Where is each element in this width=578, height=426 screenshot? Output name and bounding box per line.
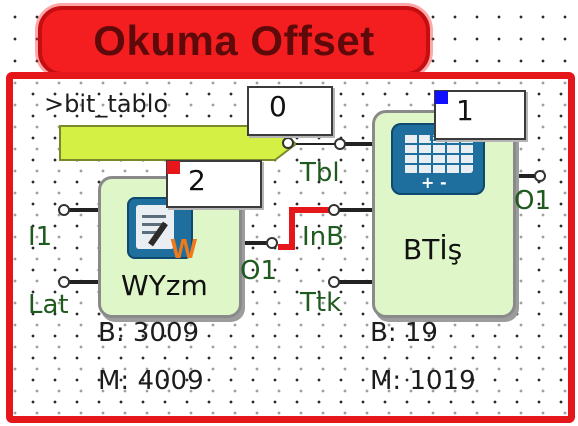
block-wyzm-param-box[interactable]: 2	[166, 160, 262, 208]
bit-table-icon-ops: + -	[421, 173, 447, 192]
variable-value: 0	[269, 90, 287, 123]
pin-inb[interactable]	[328, 204, 340, 216]
block-btis-name: BTİş	[403, 233, 463, 266]
param-marker-red	[167, 161, 180, 174]
group-title[interactable]: Okuma Offset	[38, 6, 430, 76]
pin-label-ttk: Ttk	[300, 288, 342, 318]
group-title-text: Okuma Offset	[93, 17, 375, 64]
pin-o1-left[interactable]	[266, 237, 278, 249]
pin-label-tbl: Tbl	[300, 158, 340, 188]
pin-label-o1-left: O1	[240, 256, 278, 286]
pin-label-inb: InB	[302, 222, 344, 252]
pin-label-o1-right: O1	[514, 186, 552, 216]
variable-output-pin[interactable]	[282, 137, 294, 149]
variable-value-box[interactable]: 0	[247, 86, 333, 136]
write-word-icon-letter: W	[170, 233, 197, 264]
wire-active-link[interactable]	[278, 207, 334, 250]
block-wyzm-param-value: 2	[188, 164, 206, 197]
pin-i1[interactable]	[58, 204, 70, 216]
pin-tbl[interactable]	[334, 138, 346, 150]
pin-o1-right[interactable]	[534, 170, 546, 182]
bit-table-icon-letter: B	[429, 129, 438, 144]
block-btis-param-box[interactable]: 1	[434, 90, 526, 140]
block-btis-address-b: B: 19	[370, 318, 438, 348]
block-wyzm-address-m: M: 4009	[98, 366, 204, 396]
block-wyzm-name: WYzm	[121, 269, 208, 302]
block-btis-address-m: M: 1019	[370, 366, 476, 396]
block-btis-param-value: 1	[456, 94, 474, 127]
block-btis[interactable]: B + - BTİş	[372, 110, 516, 318]
pin-lat[interactable]	[58, 276, 70, 288]
pin-ttk[interactable]	[328, 276, 340, 288]
variable-name: >bit_tablo	[44, 90, 169, 118]
variable-tag[interactable]	[59, 125, 298, 161]
wire-var-to-tbl[interactable]	[296, 143, 341, 150]
pin-label-i1: I1	[28, 222, 53, 252]
param-marker-blue	[435, 91, 448, 104]
block-wyzm-address-b: B: 3009	[98, 318, 200, 348]
pin-label-lat: Lat	[28, 290, 69, 320]
